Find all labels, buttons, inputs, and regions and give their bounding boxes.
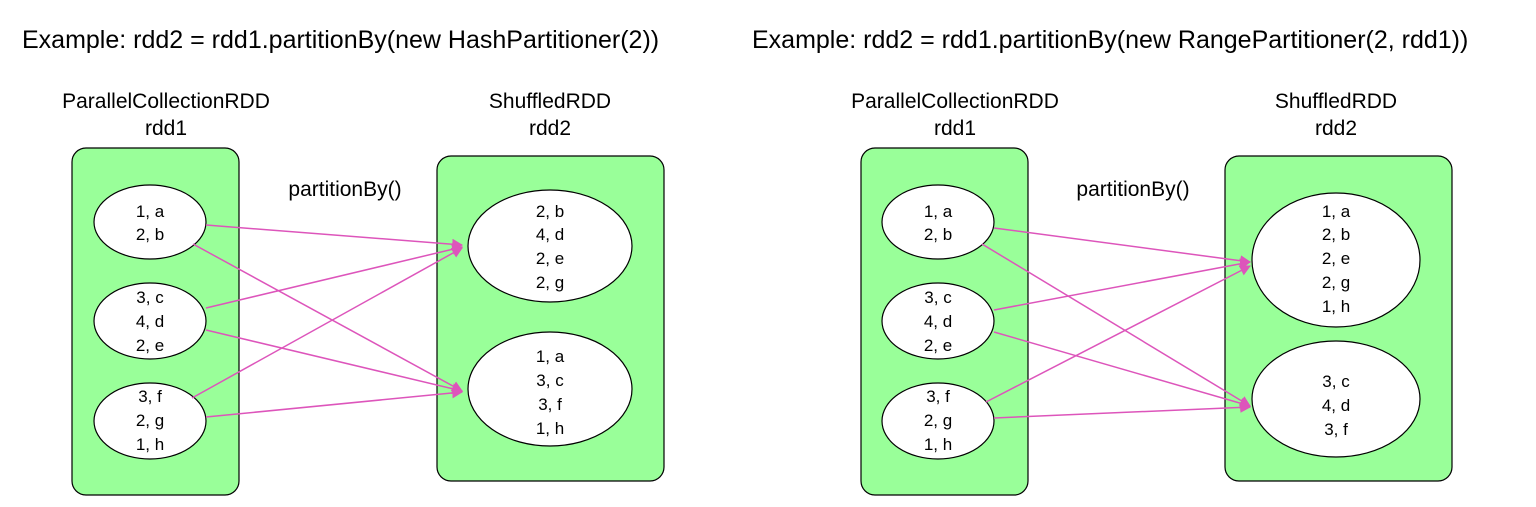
hash-example-title: Example: rdd2 = rdd1.partitionBy(new Has… xyxy=(22,26,659,54)
partition-entry: 2, b xyxy=(536,202,564,221)
partition-entry: 1, h xyxy=(136,435,164,454)
partition-entry: 1, h xyxy=(536,419,564,438)
partition-entry: 2, e xyxy=(924,336,952,355)
partition-entry: 3, c xyxy=(536,371,564,390)
shuffle-arrow xyxy=(985,265,1251,403)
partition-entry: 2, g xyxy=(536,273,564,292)
hash-target-partition-2: 1, a 3, c 3, f 1, h xyxy=(467,331,633,447)
partition-entry: 1, a xyxy=(924,202,953,221)
partition-entry: 4, d xyxy=(924,312,952,331)
shuffle-arrow xyxy=(993,258,1252,311)
hash-target-partition-1: 2, b 4, d 2, e 2, g xyxy=(467,189,633,303)
shuffle-arrow xyxy=(192,243,463,392)
partition-entry: 3, f xyxy=(138,387,162,406)
shuffle-arrow xyxy=(205,243,464,309)
hash-shuffle-arrows xyxy=(191,224,464,418)
hash-source-partition-3: 3, f 2, g 1, h xyxy=(93,382,207,460)
partition-entry: 2, g xyxy=(1322,273,1350,292)
partition-entry: 2, g xyxy=(924,411,952,430)
partition-entry: 2, b xyxy=(136,225,164,244)
shuffle-arrow xyxy=(981,243,1251,407)
range-target-rdd-name: rdd2 xyxy=(1315,117,1357,140)
hash-source-partition-2: 3, c 4, d 2, e xyxy=(93,282,207,360)
range-operation-label: partitionBy() xyxy=(1076,178,1189,201)
partition-entry: 1, a xyxy=(136,202,165,221)
partition-entry: 4, d xyxy=(136,312,164,331)
partition-entry: 3, c xyxy=(136,288,164,307)
range-source-rdd-type: ParallelCollectionRDD xyxy=(851,90,1059,113)
partition-entry: 2, b xyxy=(924,225,952,244)
partition-entry: 1, h xyxy=(1322,297,1350,316)
partition-entry: 2, e xyxy=(136,336,164,355)
range-target-partition-1: 1, a 2, b 2, e 2, g 1, h xyxy=(1251,192,1421,328)
hash-operation-label: partitionBy() xyxy=(288,178,401,201)
range-shuffle-arrows xyxy=(981,227,1252,419)
shuffle-arrow xyxy=(993,227,1252,267)
range-source-partition-2: 3, c 4, d 2, e xyxy=(881,282,995,360)
partition-entry: 1, h xyxy=(924,435,952,454)
hash-target-rdd-type: ShuffledRDD xyxy=(489,90,611,113)
range-source-partition-3: 3, f 2, g 1, h xyxy=(881,382,995,460)
range-source-partition-1: 1, a 2, b xyxy=(881,184,995,260)
range-target-partition-2: 3, c 4, d 3, f xyxy=(1251,340,1421,458)
partition-entry: 3, f xyxy=(1324,420,1348,439)
partition-entry: 3, c xyxy=(1322,372,1350,391)
hash-target-rdd-name: rdd2 xyxy=(529,117,571,140)
hash-source-partition-1: 1, a 2, b xyxy=(93,184,207,260)
partition-entry: 4, d xyxy=(536,225,564,244)
hash-partitioner-example: Example: rdd2 = rdd1.partitionBy(new Has… xyxy=(22,26,665,496)
range-source-rdd-name: rdd1 xyxy=(934,117,976,140)
partition-entry: 1, a xyxy=(536,347,565,366)
partition-entry: 2, g xyxy=(136,411,164,430)
partition-entry: 1, a xyxy=(1322,202,1351,221)
range-example-title: Example: rdd2 = rdd1.partitionBy(new Ran… xyxy=(752,26,1468,54)
shuffle-arrow xyxy=(205,387,464,418)
partition-entry: 4, d xyxy=(1322,396,1350,415)
partition-entry: 2, b xyxy=(1322,225,1350,244)
range-partitioner-example: Example: rdd2 = rdd1.partitionBy(new Ran… xyxy=(752,26,1468,496)
shuffle-arrow xyxy=(205,329,464,395)
shuffle-arrow xyxy=(993,331,1252,409)
partition-entry: 3, c xyxy=(924,288,952,307)
range-target-rdd-type: ShuffledRDD xyxy=(1275,90,1397,113)
shuffle-arrow xyxy=(993,401,1252,419)
shuffle-arrow xyxy=(205,224,464,250)
partition-entry: 2, e xyxy=(1322,249,1350,268)
partition-entry: 2, e xyxy=(536,249,564,268)
hash-source-rdd-type: ParallelCollectionRDD xyxy=(62,90,270,113)
hash-source-rdd-name: rdd1 xyxy=(145,117,187,140)
partition-entry: 3, f xyxy=(538,395,562,414)
shuffle-arrow xyxy=(191,247,463,399)
partition-entry: 3, f xyxy=(926,387,950,406)
